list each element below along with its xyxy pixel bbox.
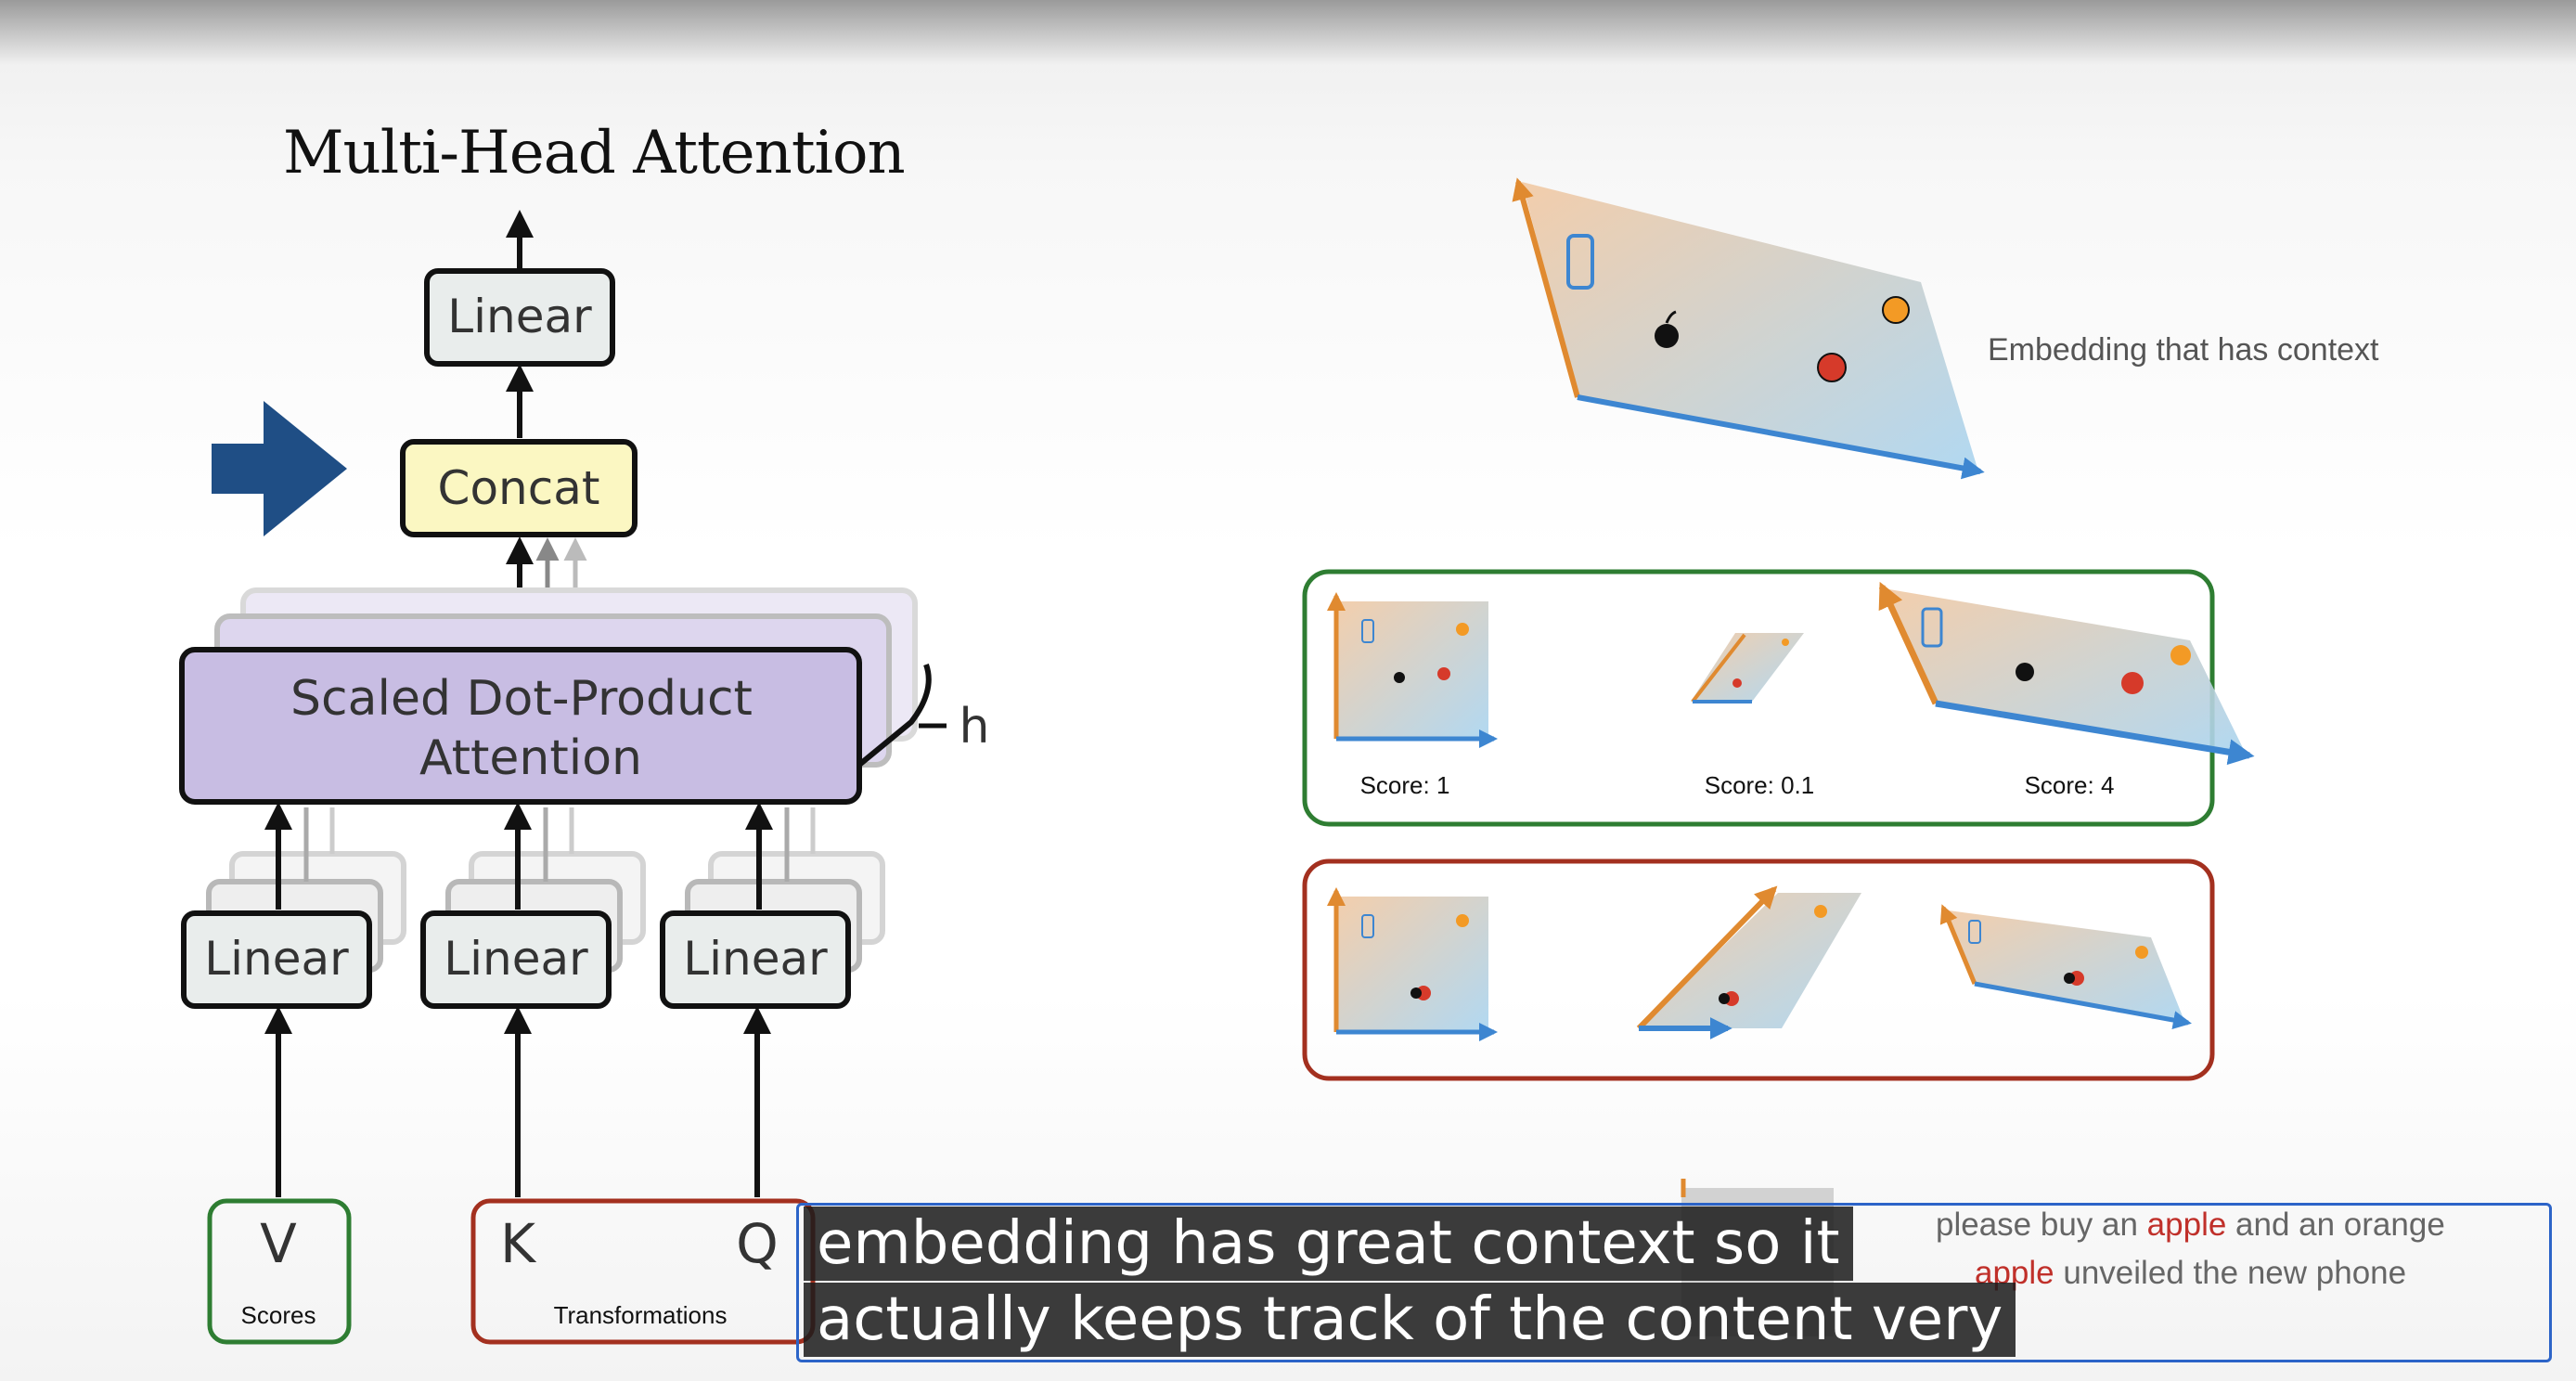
mini-plane-score-0-1	[1691, 633, 1804, 703]
example-sentence-2: apple unveiled the new phone	[1975, 1255, 2407, 1291]
red-transform-frame	[1302, 858, 2215, 1081]
embedding-label: Embedding that has context	[1988, 332, 2379, 368]
highlight-word: apple	[2146, 1207, 2227, 1243]
orange-icon	[1882, 296, 1910, 324]
q-label: Q	[736, 1212, 779, 1275]
v-label: V	[260, 1212, 297, 1275]
h-label: h	[960, 699, 990, 755]
score-0-1-label: Score: 0.1	[1705, 771, 1815, 799]
kq-caption: Transformations	[554, 1301, 728, 1329]
mini-plane-transform-3	[1939, 904, 2192, 1029]
mini-plane-transform-1	[1327, 887, 1498, 1041]
mini-plane-score-4	[1878, 581, 2255, 766]
attention-label-line1: Scaled Dot-Product	[290, 671, 753, 727]
example-sentence-1: please buy an apple and an orange	[1936, 1207, 2445, 1243]
red-apple-icon	[1817, 353, 1847, 382]
caption-selection-box[interactable]	[796, 1203, 2552, 1362]
score-4-label: Score: 4	[2025, 771, 2115, 799]
figure-title: Multi-Head Attention	[283, 119, 906, 187]
phone-icon	[1566, 234, 1594, 290]
linear-stack-k	[420, 851, 646, 1009]
v-caption: Scores	[241, 1301, 316, 1329]
attention-label-line2: Attention	[419, 730, 642, 786]
v-frame	[207, 1198, 352, 1345]
concat-label: Concat	[438, 461, 600, 515]
video-top-shade	[0, 0, 2576, 65]
right-arrow-icon	[212, 401, 347, 536]
mini-plane-score-1	[1327, 592, 1498, 748]
apple-logo-icon	[1655, 310, 1679, 348]
linear-q-label: Linear	[683, 932, 828, 986]
mini-plane-transform-2	[1636, 885, 1861, 1039]
concat-box	[400, 439, 638, 537]
subtitle-line-2: actually keeps track of the content very	[804, 1283, 2016, 1357]
subtitle-line-1: embedding has great context so it	[804, 1207, 1853, 1281]
embedding-plane-large	[1512, 177, 1985, 480]
h-bracket	[857, 663, 932, 768]
linear-k-label: Linear	[444, 932, 588, 986]
linear-v-label: Linear	[204, 932, 349, 986]
k-label: K	[500, 1212, 537, 1275]
linear-stack-q	[660, 851, 885, 1009]
linear-stack-v	[181, 851, 406, 1009]
linear-top-label: Linear	[447, 290, 592, 343]
score-1-label: Score: 1	[1360, 771, 1450, 799]
